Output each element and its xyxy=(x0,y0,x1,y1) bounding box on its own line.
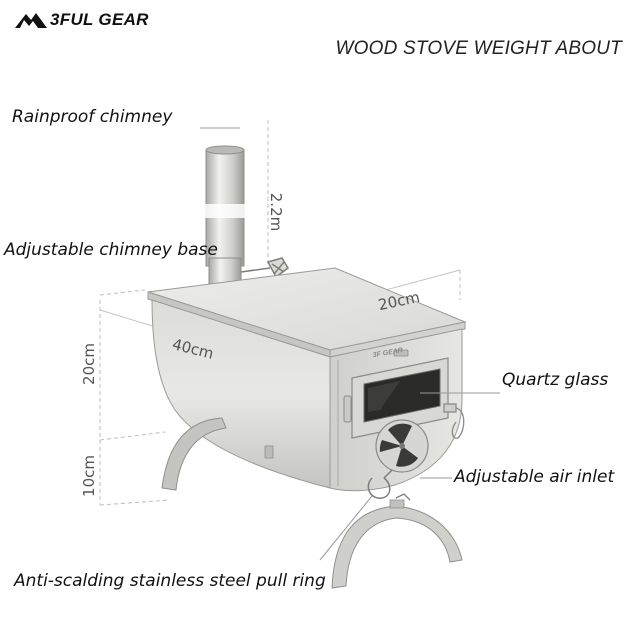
mountain-logo-icon xyxy=(15,13,47,28)
chimney xyxy=(200,145,250,293)
quartz-glass-window xyxy=(363,368,441,423)
dimension-body-height: 20cm xyxy=(79,343,98,385)
pull-ring-icon xyxy=(367,469,393,499)
label-pull-ring: Anti-scalding stainless steel pull ring xyxy=(14,571,326,591)
brand-name: 3FUL GEAR xyxy=(50,10,149,29)
air-inlet-damper xyxy=(375,419,429,473)
label-adjustable-chimney-base: Adjustable chimney base xyxy=(4,240,218,260)
small-latch-icon xyxy=(395,493,411,501)
page-title: WOOD STOVE WEIGHT ABOUT xyxy=(335,38,622,59)
dimension-leg-height: 10cm xyxy=(79,455,98,497)
stove-side xyxy=(151,299,331,489)
door-latch-icon xyxy=(443,403,465,439)
rear-leg xyxy=(161,417,227,491)
dimension-chimney-length: 2.2m xyxy=(267,192,286,232)
damper-handle-icon xyxy=(240,257,289,279)
dimension-guides xyxy=(99,120,461,506)
door-hinge xyxy=(343,395,352,423)
callout-lines xyxy=(200,127,500,561)
label-rainproof-chimney: Rainproof chimney xyxy=(12,107,173,127)
front-leg xyxy=(331,505,463,589)
brand-logo: 3FUL GEAR xyxy=(14,10,149,30)
label-quartz-glass: Quartz glass xyxy=(502,370,609,390)
label-adjustable-air-inlet: Adjustable air inlet xyxy=(454,467,615,487)
